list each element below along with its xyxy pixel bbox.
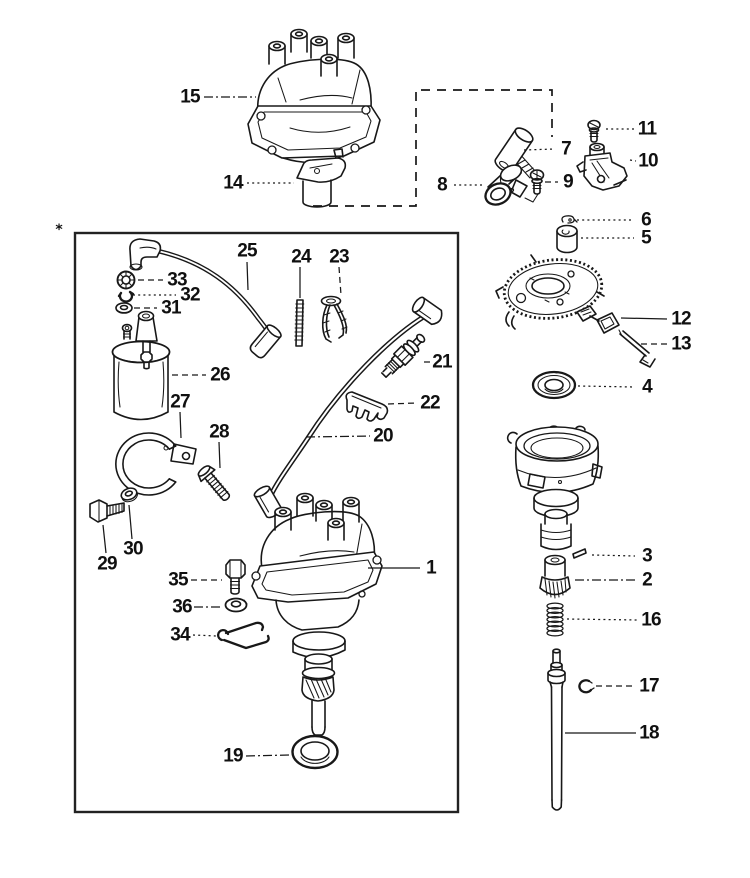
leader-line-23: [338, 266, 342, 296]
part-number-4: 4: [642, 377, 653, 398]
dashed-reference-outline: [313, 89, 553, 207]
part-32-lock-washer-drawing: [117, 290, 135, 303]
footnote-asterisk: *: [55, 222, 63, 238]
part-number-35: 35: [168, 570, 189, 591]
part-13-lead-drawing: [618, 329, 656, 368]
leader-line-3: [591, 554, 636, 557]
part-36-washer-drawing: [224, 597, 248, 613]
part-number-7: 7: [561, 139, 571, 160]
part-number-24: 24: [291, 247, 312, 268]
part-18-shaft-drawing: [547, 648, 566, 811]
part-number-10: 10: [638, 151, 658, 172]
part-16-spring-drawing: [546, 602, 564, 637]
leader-line-30: [128, 504, 133, 540]
leader-line-16: [566, 618, 639, 621]
part-5-cylinder-drawing: [556, 224, 578, 254]
part-28-bolt-drawing: [197, 465, 231, 501]
part-15-distributor-cap-drawing: [247, 28, 381, 164]
part-1-distributor-assembly-drawing: [251, 492, 383, 743]
part-30-washer-drawing: [120, 487, 138, 503]
part-number-34: 34: [170, 625, 191, 646]
part-33-nut-drawing: [116, 270, 136, 290]
part-number-13: 13: [671, 334, 691, 355]
leader-line-29: [102, 524, 107, 554]
part-number-21: 21: [432, 352, 453, 373]
leader-line-28: [218, 441, 221, 469]
part-number-2: 2: [642, 570, 652, 591]
part-12-drawing: [576, 305, 620, 334]
part-number-31: 31: [161, 298, 182, 319]
leader-line-19: [245, 754, 291, 757]
part-number-15: 15: [180, 87, 201, 108]
part-number-20: 20: [373, 426, 393, 447]
part-2-gear-drawing: [539, 554, 571, 599]
part-10-bracket-drawing: [576, 142, 628, 191]
part-number-28: 28: [209, 422, 229, 443]
part-number-14: 14: [223, 173, 244, 194]
part-number-26: 26: [210, 365, 230, 386]
part-20-spark-plug-wire-drawing: [253, 296, 443, 519]
part-number-32: 32: [180, 285, 200, 306]
part-number-8: 8: [437, 175, 447, 196]
part-29-bolt-drawing: [89, 499, 125, 523]
part-number-17: 17: [639, 676, 659, 697]
part-8-clamp-drawing: [484, 164, 528, 206]
part-number-19: 19: [223, 746, 243, 767]
part-number-18: 18: [639, 723, 659, 744]
part-31-washer-drawing: [115, 302, 133, 314]
part-9-screw-drawing: [524, 169, 545, 203]
distributor-housing-drawing: [506, 425, 603, 551]
part-22-wire-separator-drawing: [345, 391, 389, 422]
part-21-spark-plug-drawing: [380, 333, 426, 379]
part-number-33: 33: [167, 270, 187, 291]
part-number-29: 29: [97, 554, 117, 575]
part-23-clip-pin-drawing: [320, 295, 348, 343]
leader-line-22: [387, 402, 418, 405]
part-24-stud-drawing: [294, 299, 305, 347]
leader-line-25: [246, 261, 249, 291]
part-17-eclip-drawing: [578, 679, 595, 694]
leader-line-10: [629, 159, 637, 162]
leader-line-20: [305, 435, 371, 438]
leader-line-12: [620, 317, 668, 320]
part-11-screw-drawing: [587, 119, 601, 143]
part-number-23: 23: [329, 247, 349, 268]
part-25-coil-wire-drawing: [129, 238, 282, 359]
part-3-pin-drawing: [572, 548, 587, 559]
group-box: [73, 231, 460, 814]
part-4-seal-drawing: [531, 370, 577, 400]
part-number-12: 12: [671, 309, 691, 330]
part-number-6: 6: [641, 210, 651, 231]
part-number-36: 36: [172, 597, 192, 618]
part-number-27: 27: [170, 392, 190, 413]
breaker-plate-drawing: [495, 254, 605, 330]
part-34-spring-clip-drawing: [216, 621, 270, 650]
part-number-9: 9: [563, 172, 573, 193]
part-19-oring-drawing: [291, 734, 339, 770]
part-14-rotor-drawing: [296, 148, 347, 208]
part-number-16: 16: [641, 610, 661, 631]
part-26-ignition-coil-drawing: [111, 310, 171, 421]
part-number-30: 30: [123, 539, 143, 560]
part-number-25: 25: [237, 241, 258, 262]
leader-line-34: [192, 634, 218, 637]
part-27-coil-clamp-drawing: [115, 432, 197, 496]
part-number-5: 5: [641, 228, 652, 249]
part-number-22: 22: [420, 393, 440, 414]
leader-line-4: [577, 385, 636, 388]
leader-line-7: [523, 148, 556, 151]
part-number-1: 1: [426, 558, 437, 579]
leader-line-27: [179, 411, 182, 439]
part-6-clip-drawing: [561, 215, 578, 224]
part-35-bolt-drawing: [225, 559, 246, 595]
part-number-3: 3: [642, 546, 652, 567]
part-number-11: 11: [638, 119, 658, 140]
